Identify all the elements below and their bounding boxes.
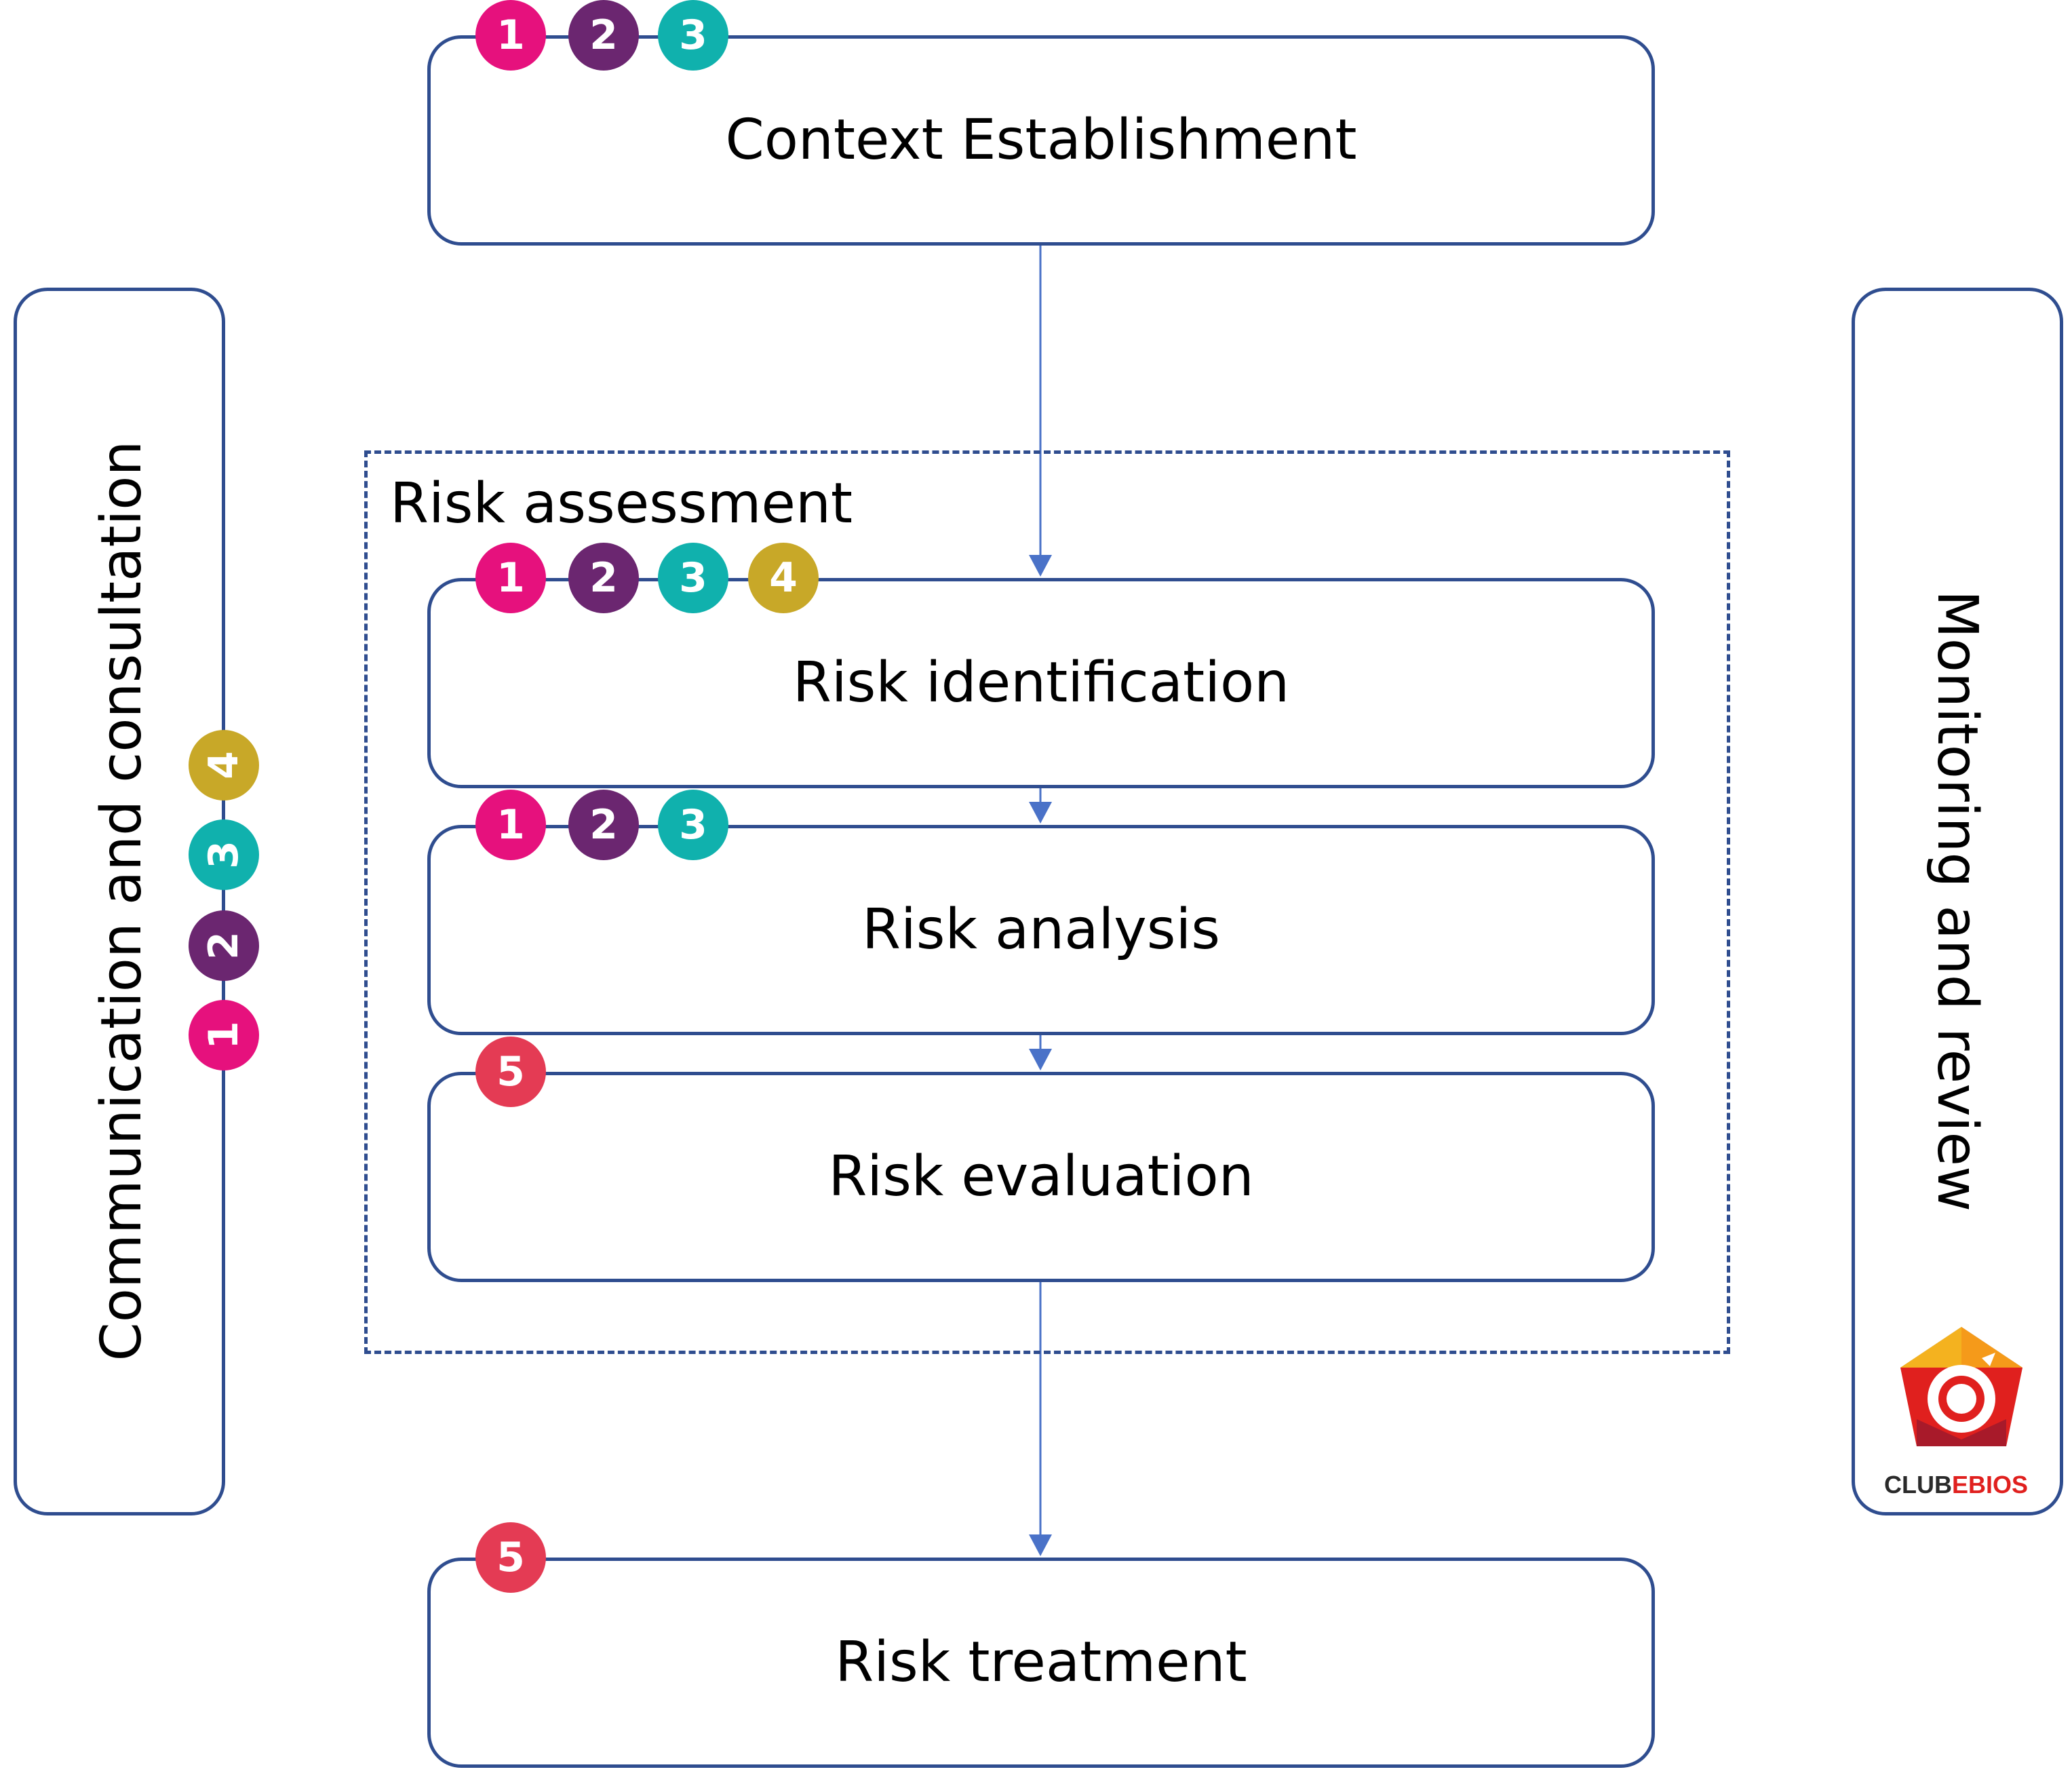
badge-left-4: 4	[189, 730, 259, 800]
badge-left-1: 1	[189, 1000, 259, 1070]
arrowhead-identification	[1029, 555, 1052, 577]
risk-evaluation-label: Risk evaluation	[828, 1144, 1254, 1209]
club-ebios-logo	[1900, 1327, 2022, 1446]
badge-identification-1: 1	[475, 543, 546, 613]
badge-identification-3: 3	[658, 543, 728, 613]
badge-treatment-5: 5	[475, 1522, 546, 1593]
risk-analysis-box: Risk analysis	[427, 825, 1655, 1035]
logo-text: CLUBEBIOS	[1884, 1471, 2028, 1499]
context-establishment-box: Context Establishment	[427, 35, 1655, 246]
badge-analysis-3: 3	[658, 790, 728, 860]
risk-assessment-title: Risk assessment	[390, 471, 853, 536]
communication-consultation-label: Communication and consultation	[90, 440, 154, 1361]
badge-context-2: 2	[568, 0, 639, 71]
context-establishment-label: Context Establishment	[725, 108, 1357, 172]
risk-identification-label: Risk identification	[792, 651, 1290, 715]
badge-identification-2: 2	[568, 543, 639, 613]
risk-treatment-label: Risk treatment	[835, 1630, 1247, 1695]
badge-identification-4: 4	[748, 543, 819, 613]
risk-evaluation-box: Risk evaluation	[427, 1072, 1655, 1282]
badge-evaluation-5: 5	[475, 1037, 546, 1107]
monitoring-review-box	[1852, 288, 2063, 1515]
risk-identification-box: Risk identification	[427, 578, 1655, 788]
arrowhead-evaluation	[1029, 1049, 1052, 1070]
badge-analysis-1: 1	[475, 790, 546, 860]
communication-consultation-box	[14, 288, 225, 1515]
logo-ebios: EBIOS	[1951, 1471, 2029, 1499]
badge-context-3: 3	[658, 0, 728, 71]
arrowhead-treatment	[1029, 1534, 1052, 1556]
badge-context-1: 1	[475, 0, 546, 71]
logo-club: CLUB	[1884, 1471, 1952, 1499]
badge-left-3: 3	[189, 819, 259, 890]
badge-analysis-2: 2	[568, 790, 639, 860]
risk-treatment-box: Risk treatment	[427, 1558, 1655, 1768]
badge-left-2: 2	[189, 910, 259, 981]
risk-analysis-label: Risk analysis	[861, 897, 1221, 962]
arrowhead-analysis	[1029, 802, 1052, 824]
risk-assessment-frame	[364, 450, 1730, 1354]
monitoring-review-label: Monitoring and review	[1925, 590, 1989, 1212]
